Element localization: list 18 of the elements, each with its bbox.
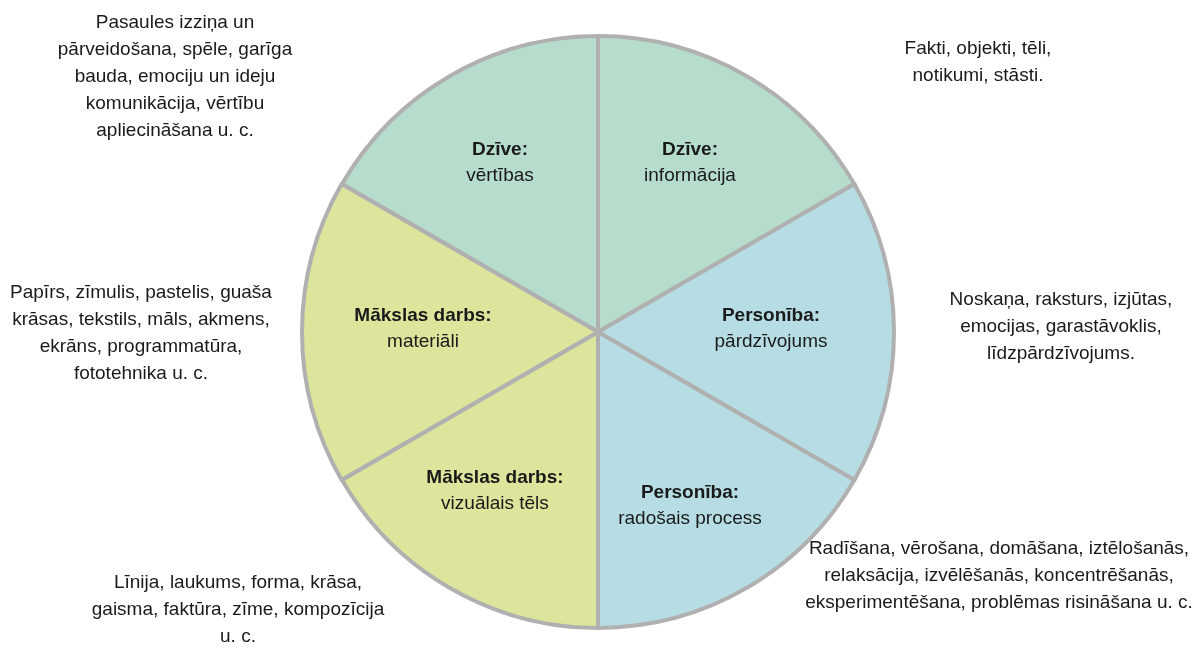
description-text: Radīšana, vērošana, domāšana, iztēlošanās, relaksācija, izvēlēšanās, koncentrēšanās, eksperimentēšana, problēmas risināšana u. c.	[804, 536, 1194, 614]
description-text: Pasaules izziņa un pārveidošana, spēle, garīga bauda, emociju un ideju komunikācija, vērtību apliecināšana u. c.	[56, 10, 294, 142]
sector-heading: Personība:	[720, 303, 822, 327]
sector-subtitle: materiāli	[386, 329, 460, 353]
sector-subtitle: vērtības	[466, 163, 534, 187]
sector-heading: Dzīve:	[471, 137, 529, 161]
description-text: Noskaņa, raksturs, izjūtas, emocijas, garastāvoklis, līdzpārdzīvojums.	[948, 287, 1174, 365]
sector-subtitle: pārdzīvojums	[714, 329, 828, 353]
sector-heading: Mākslas darbs:	[354, 303, 492, 327]
sector-heading: Mākslas darbs:	[426, 465, 564, 489]
description-text: Līnija, laukums, forma, krāsa, gaisma, faktūra, zīme, kompozīcija u. c.	[90, 570, 386, 648]
sector-subtitle: radošais process	[618, 506, 762, 530]
sector-subtitle: informācija	[644, 163, 736, 187]
sector-heading: Personība:	[639, 480, 741, 504]
sector-subtitle: vizuālais tēls	[440, 491, 550, 515]
description-text: Papīrs, zīmulis, pastelis, guaša krāsas, tekstils, māls, akmens, ekrāns, programmatūra, fototehnika u. c.	[9, 280, 273, 385]
sector-heading: Dzīve:	[661, 137, 719, 161]
description-text: Fakti, objekti, tēli, notikumi, stāsti.	[903, 36, 1053, 87]
